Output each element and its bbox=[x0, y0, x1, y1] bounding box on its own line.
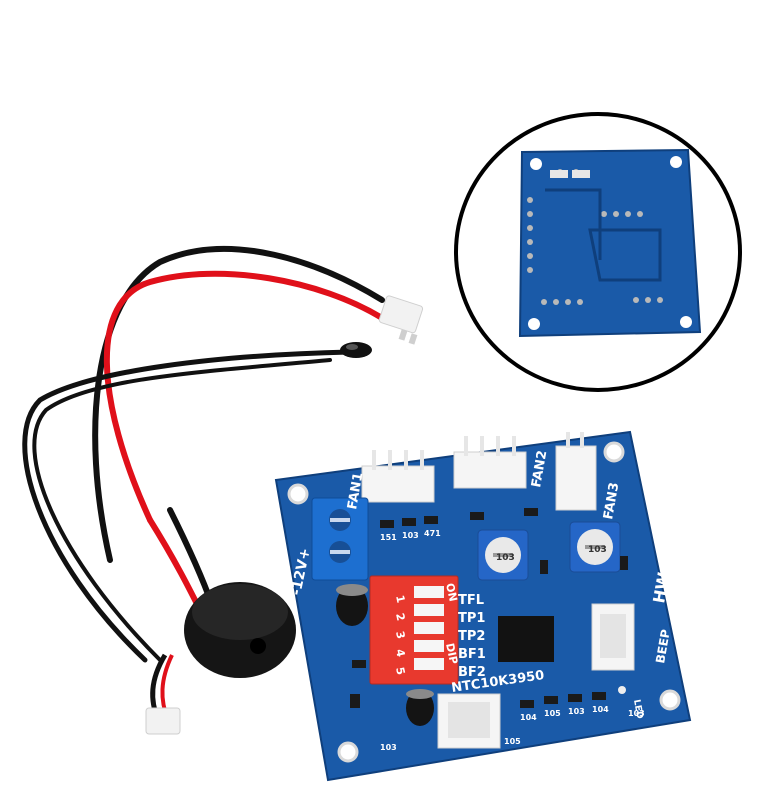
fan1-label: FAN1 bbox=[345, 471, 366, 510]
side-label-tp1: TP1 bbox=[458, 611, 485, 626]
thermistor-highlight bbox=[346, 344, 358, 350]
smd-resistors bbox=[350, 508, 628, 708]
thermistor-lead-2 bbox=[32, 358, 332, 662]
fan2-label: FAN2 bbox=[529, 449, 550, 488]
dip-number: 4 bbox=[393, 648, 407, 659]
buzzer-lead-red bbox=[147, 517, 203, 613]
resistor-code: 151 bbox=[380, 533, 397, 542]
led-label: LED bbox=[631, 699, 644, 720]
buzzer-connector bbox=[145, 707, 181, 735]
buzzer bbox=[184, 582, 296, 678]
capacitor bbox=[406, 689, 434, 726]
mounting-hole bbox=[337, 741, 359, 763]
fan2-connector bbox=[453, 436, 527, 489]
dip-number: 2 bbox=[393, 612, 407, 622]
resistor-codes: 151 103 471 103 104 105 103 104 105 103 bbox=[380, 529, 645, 752]
beep-connector bbox=[591, 603, 635, 671]
resistor-code: 103 bbox=[628, 709, 645, 718]
side-labels: TFL TP1 TP2 BF1 BF2 bbox=[458, 593, 486, 680]
side-label-tp2: TP2 bbox=[458, 629, 485, 644]
potentiometer bbox=[569, 521, 621, 573]
fan1-connector bbox=[361, 450, 435, 503]
side-label-bf2: BF2 bbox=[458, 665, 486, 680]
resistor-code: 104 bbox=[592, 705, 609, 714]
dip-switch bbox=[369, 575, 459, 685]
ic-chip bbox=[498, 616, 554, 662]
resistor-code: 471 bbox=[424, 529, 441, 538]
pot-code: 103 bbox=[496, 553, 515, 563]
ntc-connector bbox=[437, 693, 501, 749]
dip-label: DIP bbox=[443, 642, 460, 666]
mounting-hole bbox=[287, 483, 309, 505]
mounting-hole bbox=[603, 441, 625, 463]
thermistor-lead bbox=[22, 349, 353, 663]
black-wire-top bbox=[92, 245, 385, 563]
resistor-code: 103 bbox=[380, 743, 397, 752]
thermistor-probe bbox=[340, 342, 372, 358]
resistor-code: 105 bbox=[544, 709, 561, 718]
pcb-back-view-icon bbox=[518, 148, 702, 338]
beep-label: BEEP bbox=[653, 628, 673, 664]
side-label-bf1: BF1 bbox=[458, 647, 486, 662]
red-wire-top bbox=[103, 270, 385, 523]
resistor-code: 105 bbox=[504, 737, 521, 746]
dip-number: 5 bbox=[393, 666, 407, 676]
led bbox=[618, 686, 626, 694]
mounting-hole bbox=[659, 689, 681, 711]
dip-on-label: ON bbox=[443, 582, 460, 603]
dip-numbers: 1 2 3 4 5 bbox=[393, 594, 407, 676]
resistor-code: 104 bbox=[520, 713, 537, 722]
resistor-code: 103 bbox=[402, 531, 419, 540]
potentiometer bbox=[477, 529, 529, 581]
fan3-label: FAN3 bbox=[601, 481, 622, 520]
wires bbox=[22, 245, 385, 663]
dip-number: 3 bbox=[393, 630, 407, 640]
wire-connector-top bbox=[378, 295, 424, 345]
capacitor bbox=[336, 584, 368, 626]
fan3-connector bbox=[555, 432, 597, 511]
power-terminal bbox=[311, 497, 369, 581]
pcb-board: -12V+ FAN1 FAN2 FAN3 HW-585 BEEP ON DIP … bbox=[274, 430, 692, 782]
side-label-tfl: TFL bbox=[458, 593, 484, 608]
inset-circle bbox=[454, 112, 742, 392]
dip-number: 1 bbox=[393, 594, 407, 604]
resistor-code: 103 bbox=[568, 707, 585, 716]
pot-code: 103 bbox=[588, 545, 607, 555]
